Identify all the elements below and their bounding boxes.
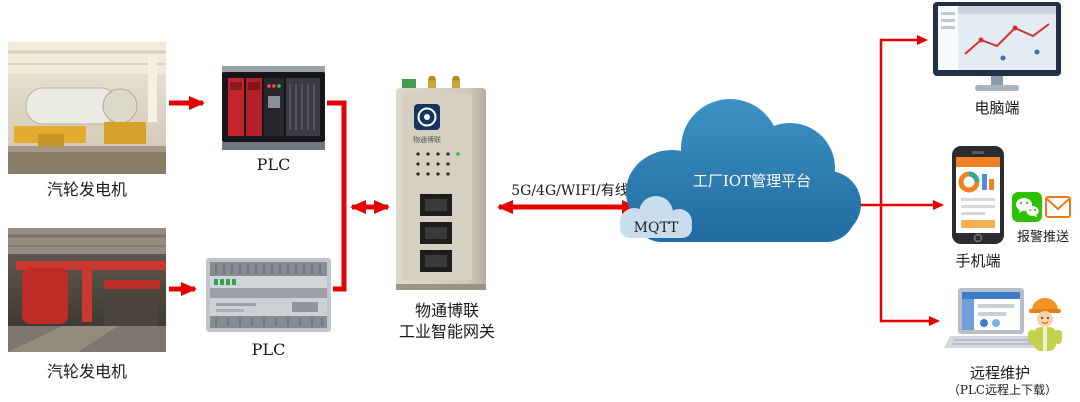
remote-maintenance-laptop-icon xyxy=(944,288,1062,351)
plc-label-bottom: PLC xyxy=(251,340,286,359)
plc-compact-device xyxy=(206,258,331,332)
remote-endpoint-sublabel: （PLC远程上下载） xyxy=(947,383,1058,397)
link-type-label: 5G/4G/WIFI/有线 xyxy=(511,183,629,199)
gateway-label: 物通博联 工业智能网关 xyxy=(387,300,507,342)
smartphone-icon xyxy=(952,146,1004,244)
cloud-title: 工厂IOT管理平台 xyxy=(693,172,811,190)
gateway-label-line1: 物通博联 xyxy=(414,301,479,320)
mqtt-protocol-cloud: MQTT xyxy=(620,196,692,238)
plc-rack-device xyxy=(222,66,325,150)
plc1-junction-line xyxy=(327,100,347,207)
alarm-push-label: 报警推送 xyxy=(1016,230,1069,245)
gateway-led-indicators xyxy=(416,152,450,176)
turbine-generator-photo-top xyxy=(8,42,166,174)
industrial-gateway-device: 物通博联 xyxy=(396,76,486,290)
gateway-label-line2: 工业智能网关 xyxy=(398,322,495,341)
pc-endpoint-label: 电脑端 xyxy=(974,99,1020,117)
turbine-generator-label-bottom: 汽轮发电机 xyxy=(46,362,127,381)
engineer-figure xyxy=(1028,298,1062,351)
remote-endpoint-label: 远程维护 xyxy=(969,364,1030,382)
turbine-generator-label-top: 汽轮发电机 xyxy=(46,180,127,199)
mail-icon xyxy=(1045,196,1071,218)
gateway-brand-text: 物通博联 xyxy=(413,135,441,144)
mobile-endpoint-label: 手机端 xyxy=(955,252,1001,270)
turbine-generator-photo-bottom xyxy=(8,228,166,352)
gateway-ethernet-ports xyxy=(420,194,452,272)
plc2-junction-line xyxy=(333,207,347,292)
plc-label-top: PLC xyxy=(256,155,291,174)
gateway-terminal-block xyxy=(402,79,416,90)
mqtt-label: MQTT xyxy=(634,220,679,236)
pc-monitor-icon xyxy=(933,2,1061,91)
wechat-icon xyxy=(1012,192,1042,222)
